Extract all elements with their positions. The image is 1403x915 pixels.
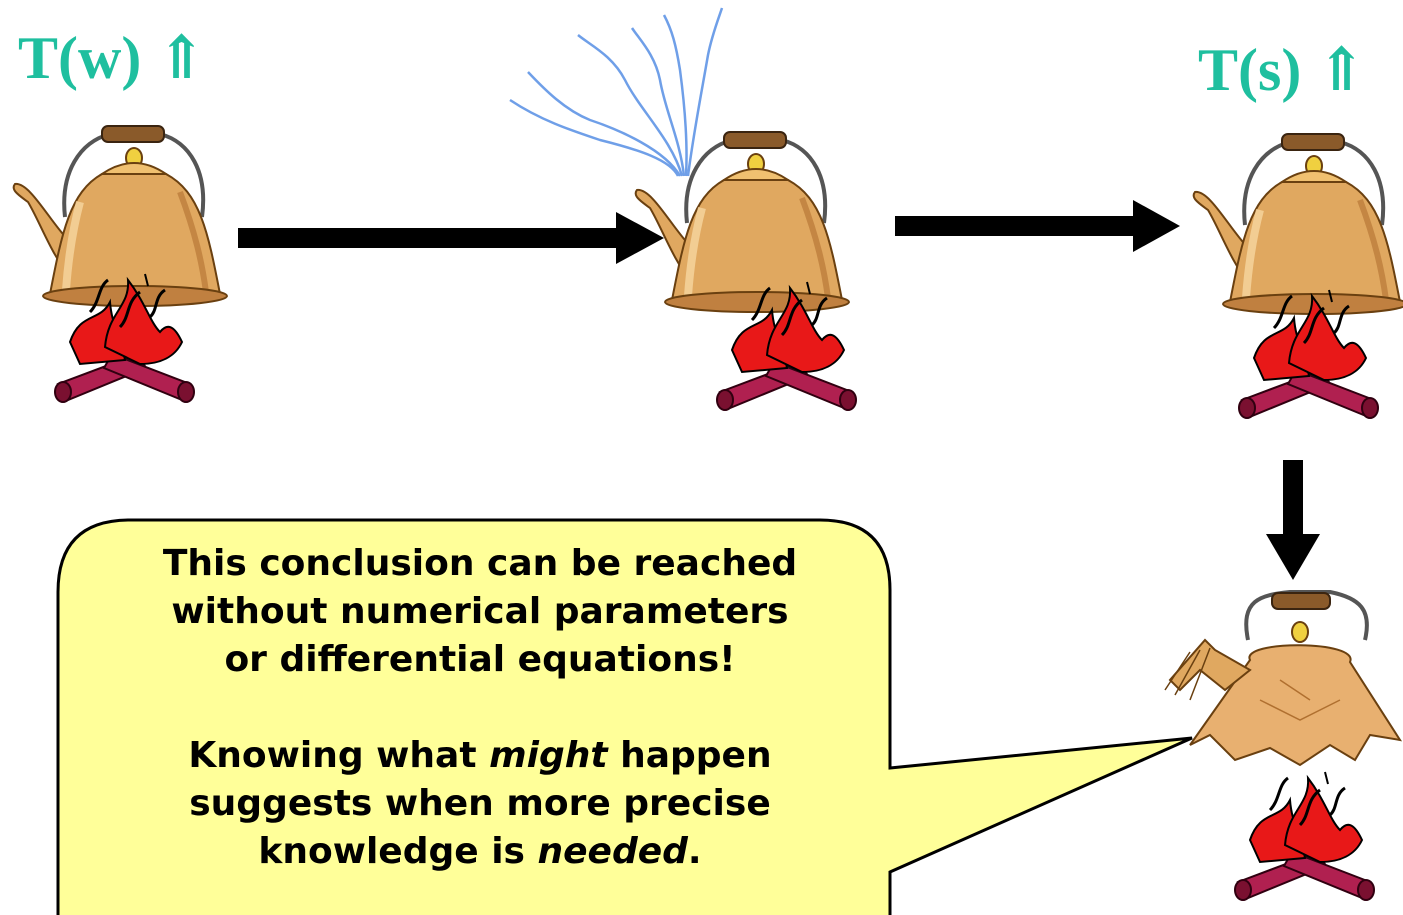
fire-icon-4: [1233, 770, 1376, 902]
increasing-arrow-icon: ⇑: [156, 25, 207, 91]
arrow-right-2: [895, 200, 1180, 252]
callout-emphasis-needed: needed: [537, 831, 688, 872]
callout-bubble: [56, 518, 1193, 915]
increasing-arrow-icon: ⇑: [1316, 37, 1367, 103]
callout-line-6-start: knowledge is: [258, 831, 538, 872]
callout-line-6-end: .: [687, 831, 702, 872]
callout-line-4-end: happen: [607, 735, 772, 776]
callout-line-1: This conclusion can be reached: [162, 543, 798, 584]
broken-kettle-icon: [1164, 590, 1403, 767]
water-temperature-text: T(w): [18, 25, 142, 91]
callout-line-3: or differential equations!: [224, 639, 736, 680]
arrow-down: [1266, 460, 1320, 580]
callout-line-4: Knowing what might happen: [70, 732, 890, 780]
callout-line-4-start: Knowing what: [188, 735, 490, 776]
kettle-icon-1: [14, 126, 227, 306]
water-temperature-label: T(w) ⇑: [18, 28, 207, 88]
kettle-icon-3: [1194, 134, 1403, 314]
callout-line-2: without numerical parameters: [171, 591, 789, 632]
callout-emphasis-might: might: [489, 735, 608, 776]
steam-icon: [509, 7, 724, 177]
callout-line-6: knowledge is needed.: [70, 828, 890, 876]
callout-line-5: suggests when more precise: [189, 783, 771, 824]
kettle-icon-2: [636, 132, 849, 312]
steam-temperature-text: T(s): [1198, 37, 1302, 103]
callout-text: This conclusion can be reached without n…: [70, 540, 890, 876]
arrow-right-1: [238, 212, 664, 264]
steam-temperature-label: T(s) ⇑: [1198, 40, 1367, 100]
